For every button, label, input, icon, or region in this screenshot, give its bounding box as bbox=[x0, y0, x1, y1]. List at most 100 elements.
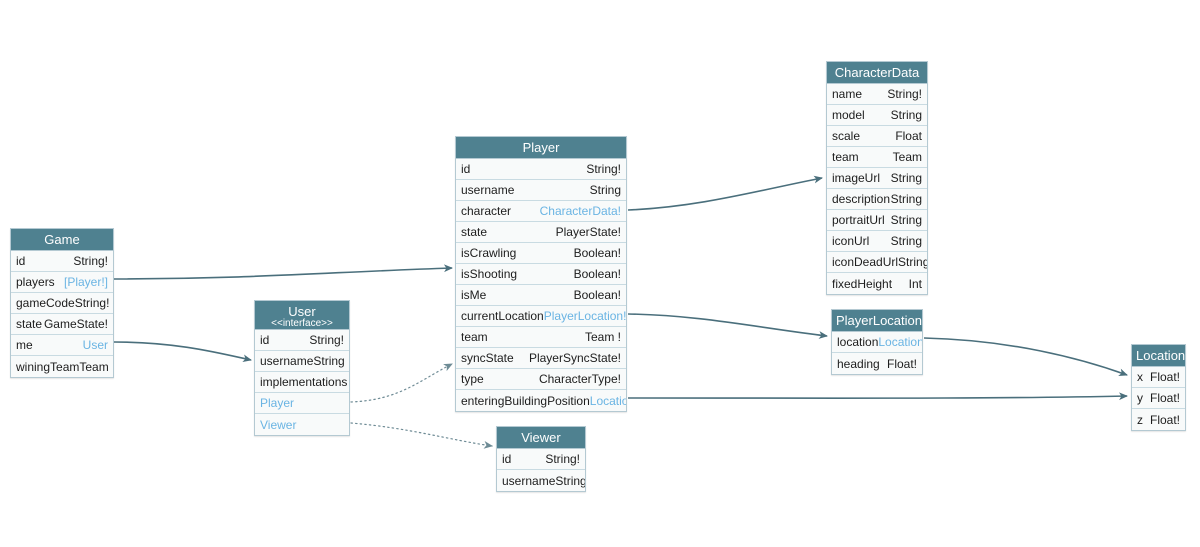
field-type: Int bbox=[908, 276, 922, 291]
field-row[interactable]: locationLocation! bbox=[832, 332, 922, 353]
field-name: enteringBuildingPosition bbox=[461, 393, 590, 408]
field-type: [Player!] bbox=[63, 275, 108, 289]
class-box-header-location: Location bbox=[1132, 345, 1185, 367]
field-row[interactable]: character CharacterData! bbox=[456, 201, 626, 222]
field-type: PlayerLocation! bbox=[543, 309, 626, 323]
field-name: currentLocation bbox=[461, 309, 544, 323]
field-type: String! bbox=[887, 87, 922, 101]
field-name: model bbox=[832, 108, 865, 122]
field-row[interactable]: heading Float! bbox=[832, 353, 922, 374]
field-type: Boolean! bbox=[573, 267, 621, 281]
field-name: z bbox=[1137, 412, 1143, 427]
field-name: isMe bbox=[461, 288, 487, 302]
class-name: Game bbox=[44, 232, 80, 247]
field-name: me bbox=[16, 338, 33, 352]
field-row[interactable]: players[Player!] bbox=[11, 272, 113, 293]
field-row[interactable]: username String bbox=[456, 180, 626, 201]
edge-game-me-to-user bbox=[113, 341, 252, 363]
field-type: Float! bbox=[1149, 370, 1180, 384]
field-name: heading bbox=[837, 356, 880, 371]
field-name: portraitUrl bbox=[832, 213, 885, 227]
field-row[interactable]: implementations bbox=[255, 372, 349, 393]
field-type: Float! bbox=[1149, 412, 1180, 427]
class-name: Viewer bbox=[521, 430, 561, 445]
field-row[interactable]: fixedHeight Int bbox=[827, 273, 927, 294]
field-type: String bbox=[890, 171, 922, 185]
field-type: Float! bbox=[886, 356, 917, 371]
class-name: Player bbox=[522, 140, 560, 155]
field-row[interactable]: Player bbox=[255, 393, 349, 414]
field-row[interactable]: enteringBuildingPositionLocation bbox=[456, 390, 626, 411]
field-name: team bbox=[461, 330, 488, 344]
field-name: fixedHeight bbox=[832, 276, 893, 291]
field-type: Team bbox=[79, 359, 109, 374]
field-row[interactable]: name String! bbox=[827, 84, 927, 105]
class-box-header-viewer: Viewer bbox=[497, 427, 585, 449]
field-name: username bbox=[461, 183, 515, 197]
class-box-playerlocation[interactable]: PlayerLocation locationLocation! heading Fl… bbox=[831, 309, 923, 375]
edge-player-currentlocation-to-playerlocation bbox=[627, 313, 828, 339]
field-row[interactable]: portraitUrl String bbox=[827, 210, 927, 231]
edge-game-players-to-player bbox=[113, 264, 453, 280]
field-name: description bbox=[832, 192, 891, 206]
class-name: Location bbox=[1136, 348, 1185, 363]
field-name: id bbox=[16, 254, 26, 268]
field-name: name bbox=[832, 87, 863, 101]
field-type: String bbox=[555, 473, 585, 488]
field-type: Float bbox=[895, 129, 922, 143]
field-type: String bbox=[890, 234, 922, 248]
field-row[interactable]: Viewer bbox=[255, 414, 349, 435]
class-name: User bbox=[288, 304, 316, 319]
edge-player-enteringbuildingposition-to-location bbox=[627, 392, 1128, 401]
field-type: String bbox=[890, 213, 922, 227]
class-box-header-user: User<<interface>> bbox=[255, 301, 349, 330]
field-type: String bbox=[898, 255, 927, 269]
edge-user-player-implementation bbox=[350, 363, 453, 403]
class-name: PlayerLocation bbox=[836, 313, 922, 328]
field-type: String bbox=[589, 183, 621, 197]
class-name: CharacterData bbox=[834, 65, 920, 80]
field-type: CharacterData! bbox=[539, 204, 621, 218]
field-name: Viewer bbox=[260, 417, 297, 432]
field-name: implementations bbox=[260, 375, 348, 389]
field-name: iconDeadUrl bbox=[832, 255, 899, 269]
field-name: gameCode bbox=[16, 296, 75, 310]
field-row[interactable]: z Float! bbox=[1132, 409, 1185, 430]
field-type: CharacterType! bbox=[538, 372, 621, 386]
field-type: Team bbox=[892, 150, 922, 164]
field-name: character bbox=[461, 204, 512, 218]
